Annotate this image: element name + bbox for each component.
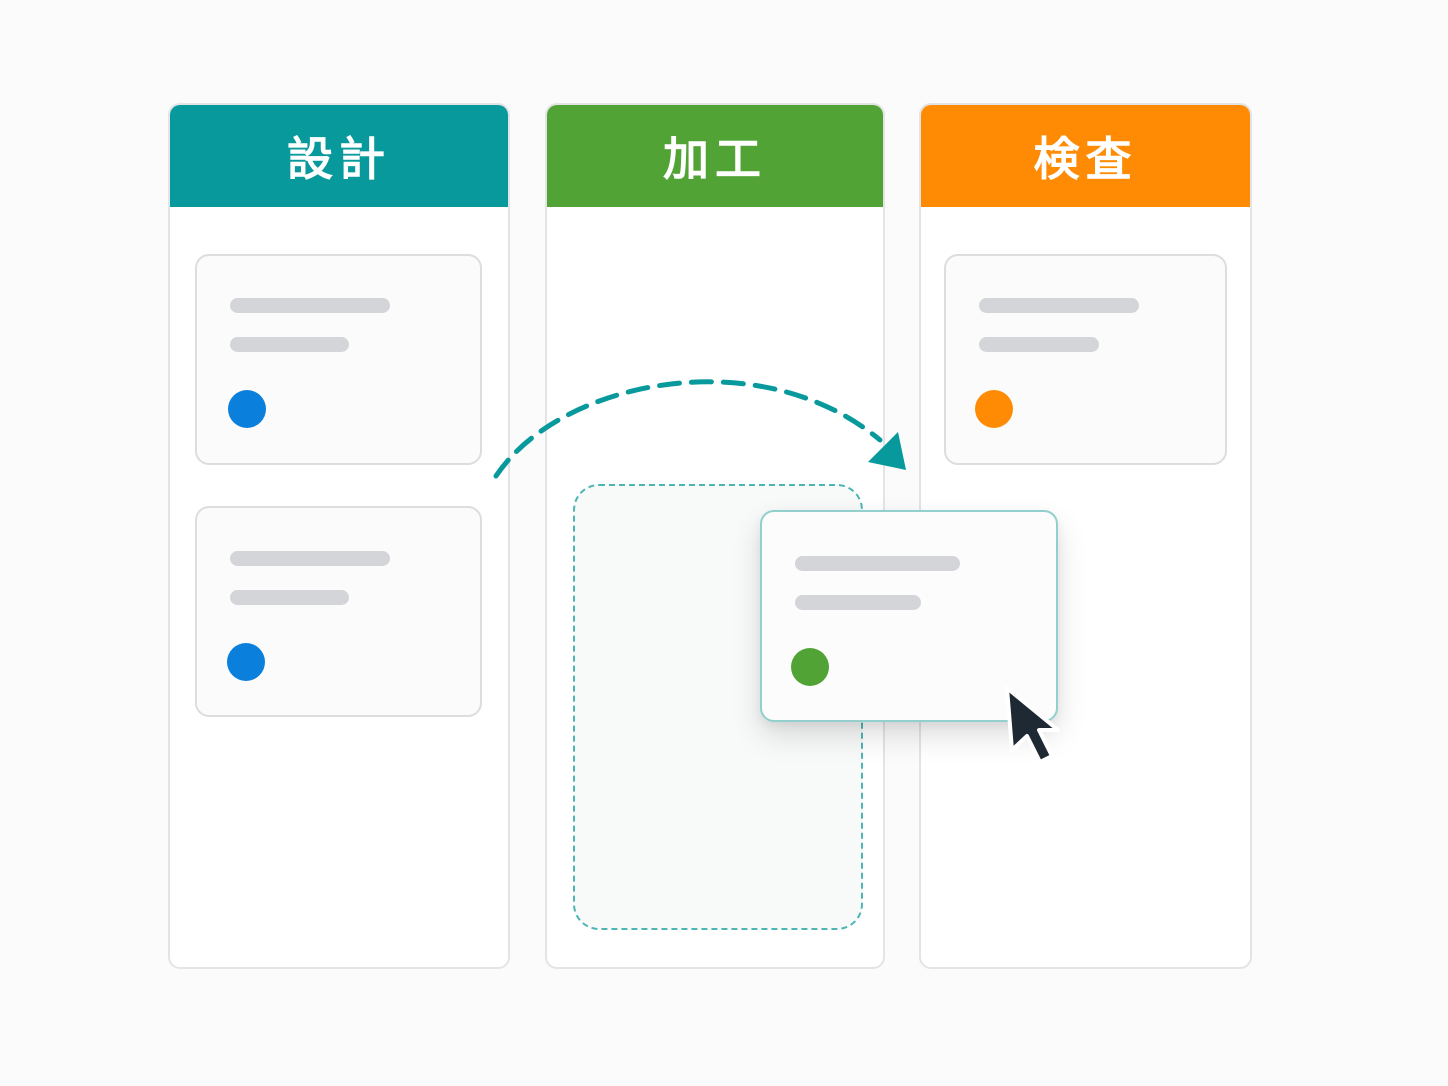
card-subtitle-line [979,337,1099,352]
task-card-design-1[interactable] [195,254,482,465]
status-dot [975,390,1013,428]
status-dot [791,648,829,686]
status-dot [227,643,265,681]
column-header-process: 加工 [547,105,883,207]
card-subtitle-line [230,590,349,605]
card-title-line [979,298,1139,313]
task-card-design-2[interactable] [195,506,482,717]
card-title-line [795,556,960,571]
column-header-design: 設計 [170,105,508,207]
card-title-line [230,298,390,313]
card-subtitle-line [795,595,921,610]
column-header-inspect: 検査 [921,105,1250,207]
task-card-inspect-1[interactable] [944,254,1227,465]
status-dot [228,390,266,428]
card-subtitle-line [230,337,349,352]
card-title-line [230,551,390,566]
